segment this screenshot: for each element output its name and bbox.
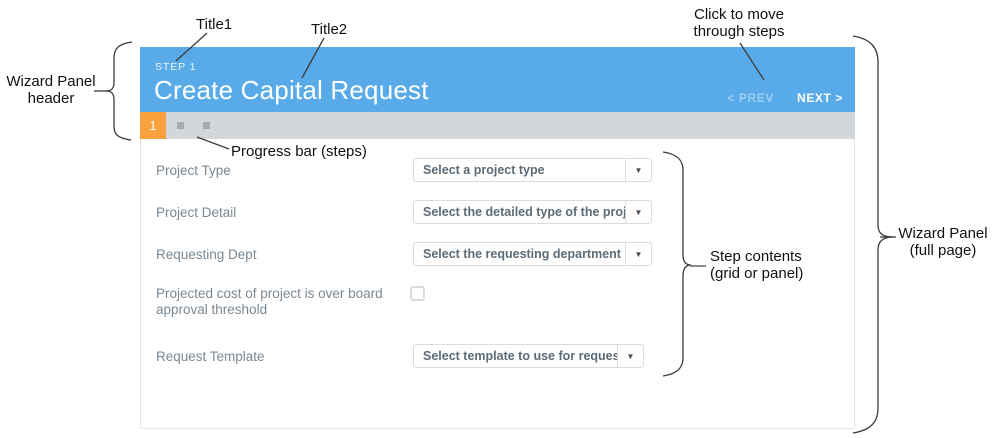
field-label: Request Template [156,349,265,364]
step-number-label: STEP 1 [155,61,197,73]
wizard-progress-bar: 1 [140,112,855,139]
wizard-panel: STEP 1 Create Capital Request < PREV NEX… [140,47,855,429]
prev-button-label: PREV [738,91,774,105]
annotation-title2: Title2 [311,21,348,38]
project-detail-dropdown[interactable]: Select the detailed type of the project … [413,200,652,224]
annotation-line: Click to move [693,6,785,23]
progress-step-2[interactable] [177,122,184,129]
dropdown-placeholder: Select a project type [423,163,545,177]
dropdown-arrow-button[interactable]: ▼ [625,159,651,181]
dropdown-placeholder: Select the detailed type of the project [423,205,625,219]
field-label: Project Detail [156,205,237,220]
annotation-line: through steps [693,23,785,40]
request-template-dropdown[interactable]: Select template to use for request ▼ [413,344,644,368]
project-type-dropdown[interactable]: Select a project type ▼ [413,158,652,182]
annotation-full-page: Wizard Panel (full page) [897,225,989,259]
annotation-step-contents: Step contents (grid or panel) [710,248,803,282]
annotation-click-to-move: Click to move through steps [687,6,791,40]
progress-step-3[interactable] [203,122,210,129]
annotation-line: Step contents [710,248,802,265]
annotation-title1: Title1 [196,16,233,33]
chevron-down-icon: ▼ [634,165,643,175]
field-label: Projected cost of project is over board … [156,286,383,317]
chevron-down-icon: ▼ [634,249,643,259]
annotation-progress-bar: Progress bar (steps) [231,143,367,160]
progress-step-1-active[interactable]: 1 [140,112,166,139]
brace-wizard-header [105,41,133,141]
annotation-line: (full page) [909,242,977,259]
dropdown-arrow-button[interactable]: ▼ [625,201,651,223]
chevron-down-icon: ▼ [634,207,643,217]
field-label: Project Type [156,163,231,178]
chevron-right-icon: > [835,91,843,105]
annotation-line: Wizard Panel [6,73,96,90]
next-button[interactable]: NEXT > [797,91,843,105]
dropdown-arrow-button[interactable]: ▼ [617,345,643,367]
dropdown-placeholder: Select the requesting department [423,247,621,261]
annotation-wizard-header: Wizard Panel header [5,73,97,107]
annotation-line: Wizard Panel [898,225,988,242]
field-label: Requesting Dept [156,247,257,262]
board-approval-checkbox[interactable] [410,286,425,301]
dropdown-placeholder: Select template to use for request [423,349,617,363]
annotation-line: header [27,90,75,107]
next-button-label: NEXT [797,91,832,105]
wizard-step-title: Create Capital Request [154,75,429,105]
dropdown-arrow-button[interactable]: ▼ [625,243,651,265]
annotation-line: (grid or panel) [710,265,804,282]
wizard-panel-header: STEP 1 Create Capital Request < PREV NEX… [140,47,855,112]
brace-full-page [852,35,894,434]
requesting-dept-dropdown[interactable]: Select the requesting department ▼ [413,242,652,266]
prev-button[interactable]: < PREV [727,91,774,105]
chevron-left-icon: < [727,91,735,105]
chevron-down-icon: ▼ [626,351,635,361]
